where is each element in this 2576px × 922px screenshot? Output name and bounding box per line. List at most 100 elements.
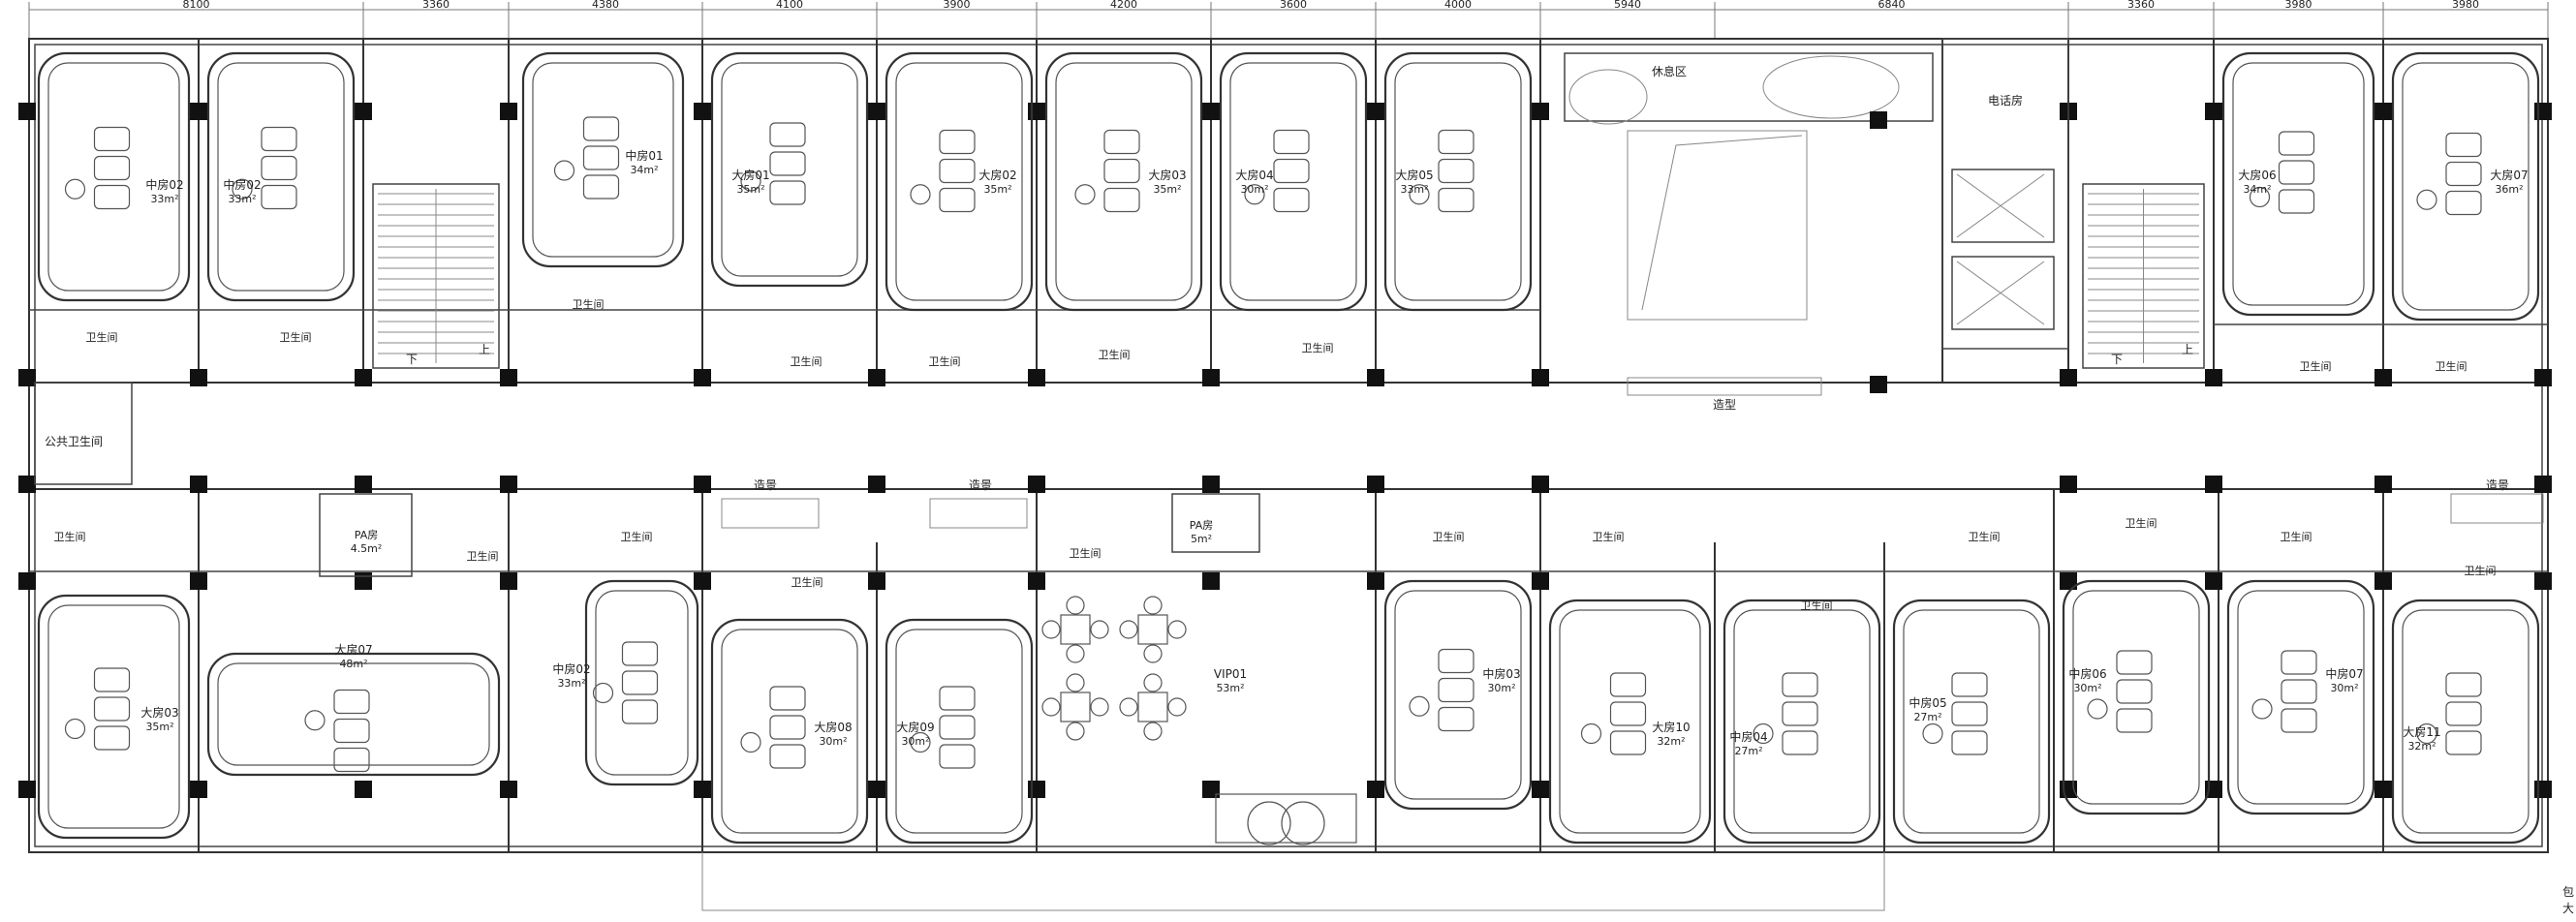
chair	[1066, 644, 1085, 663]
column	[190, 572, 207, 590]
room-name: 中房02	[223, 177, 261, 192]
table-block	[93, 696, 131, 722]
table-block	[1103, 187, 1140, 213]
bathroom-labels: 卫生间卫生间卫生间卫生间卫生间卫生间卫生间卫生间卫生间卫生间卫生间卫生间卫生间卫…	[54, 297, 2497, 612]
room-area: 34m²	[630, 164, 658, 176]
column	[1367, 781, 1384, 798]
column	[355, 781, 372, 798]
stairs-left: 下 上	[372, 183, 500, 369]
room-area: 30m²	[819, 735, 847, 748]
sofa-outline	[37, 51, 191, 302]
table-block	[93, 667, 131, 692]
room-name: 大房06	[2238, 168, 2276, 182]
column	[500, 103, 517, 120]
room-name: 大房03	[140, 705, 178, 720]
chair	[1143, 673, 1163, 692]
column	[868, 476, 885, 493]
table-block	[333, 718, 370, 744]
room-area: 30m²	[901, 735, 929, 748]
pa-room-area-2: 5m²	[1191, 533, 1212, 545]
sofa-outline	[521, 51, 685, 268]
room-area: 33m²	[557, 677, 585, 690]
column	[2205, 572, 2222, 590]
bathroom-label: 卫生间	[1302, 341, 1334, 354]
table-block	[93, 184, 131, 210]
table-block	[2278, 160, 2315, 185]
bathroom-label: 卫生间	[929, 354, 961, 368]
room-area: 30m²	[1487, 682, 1515, 694]
bathroom-label: 卫生间	[467, 549, 499, 563]
sofa-outline	[1383, 51, 1533, 312]
table-block	[2278, 131, 2315, 156]
column	[2534, 103, 2552, 120]
column	[1202, 369, 1220, 386]
column	[190, 369, 207, 386]
dimension-value: 4200	[1110, 0, 1137, 11]
bathroom-label: 卫生间	[280, 330, 312, 344]
vip-dining-tables	[1041, 596, 1357, 845]
room-name: 大房01	[731, 168, 769, 182]
bathroom-label: 卫生间	[2436, 359, 2467, 373]
column	[1532, 572, 1549, 590]
table-block	[582, 174, 620, 200]
column	[1532, 369, 1549, 386]
column	[1532, 103, 1549, 120]
room-area: 35m²	[983, 183, 1011, 196]
table-block	[2445, 161, 2482, 187]
table-block	[1438, 129, 1474, 155]
column	[1532, 476, 1549, 493]
chair	[1119, 697, 1138, 717]
table-block	[2445, 132, 2482, 158]
table-block	[1609, 701, 1647, 726]
chair	[1143, 722, 1163, 741]
room-name: 中房06	[2068, 666, 2106, 681]
table-block	[1782, 730, 1818, 755]
table-block	[769, 715, 806, 740]
column	[2060, 572, 2077, 590]
column	[18, 476, 36, 493]
phone-room: 电话房	[1941, 38, 2069, 350]
column	[1028, 369, 1045, 386]
column	[18, 103, 36, 120]
bathroom-label: 卫生间	[54, 530, 86, 543]
table-block	[1438, 648, 1474, 674]
room-area: 33m²	[150, 193, 178, 205]
room-furniture	[37, 51, 2540, 845]
room-name: 大房02	[978, 168, 1016, 182]
table-block	[261, 126, 297, 152]
column	[2060, 781, 2077, 798]
table-block	[621, 699, 659, 724]
chair	[1167, 620, 1187, 639]
bathroom-label: 卫生间	[621, 530, 653, 543]
column	[2374, 103, 2392, 120]
table-block	[1951, 730, 1988, 755]
table-block	[2445, 701, 2482, 726]
bathroom-label: 卫生间	[1969, 530, 2001, 543]
column	[18, 572, 36, 590]
table-block	[2445, 190, 2482, 216]
room-name: 大房10	[1652, 720, 1690, 734]
table-block	[261, 155, 297, 181]
dimension-value: 3980	[2452, 0, 2479, 11]
column	[190, 476, 207, 493]
room-name: 大房03	[1148, 168, 1186, 182]
bathroom-label: 卫生间	[1801, 599, 1833, 612]
phone-room-label: 电话房	[1988, 93, 2023, 108]
column	[1202, 572, 1220, 590]
elevator-2	[1951, 256, 2055, 330]
bathroom-label: 卫生间	[86, 330, 118, 344]
column	[18, 369, 36, 386]
sofa-outline	[1548, 599, 1712, 845]
elevator-1	[1951, 169, 2055, 243]
column	[694, 476, 711, 493]
room-name: 大房09	[896, 720, 934, 734]
room-area: 34m²	[2243, 183, 2271, 196]
room-area: 35m²	[736, 183, 764, 196]
room-area: 36m²	[2495, 183, 2523, 196]
table-block	[2445, 672, 2482, 697]
table-block	[939, 158, 976, 184]
table-block	[1951, 672, 1988, 697]
column	[1028, 476, 1045, 493]
